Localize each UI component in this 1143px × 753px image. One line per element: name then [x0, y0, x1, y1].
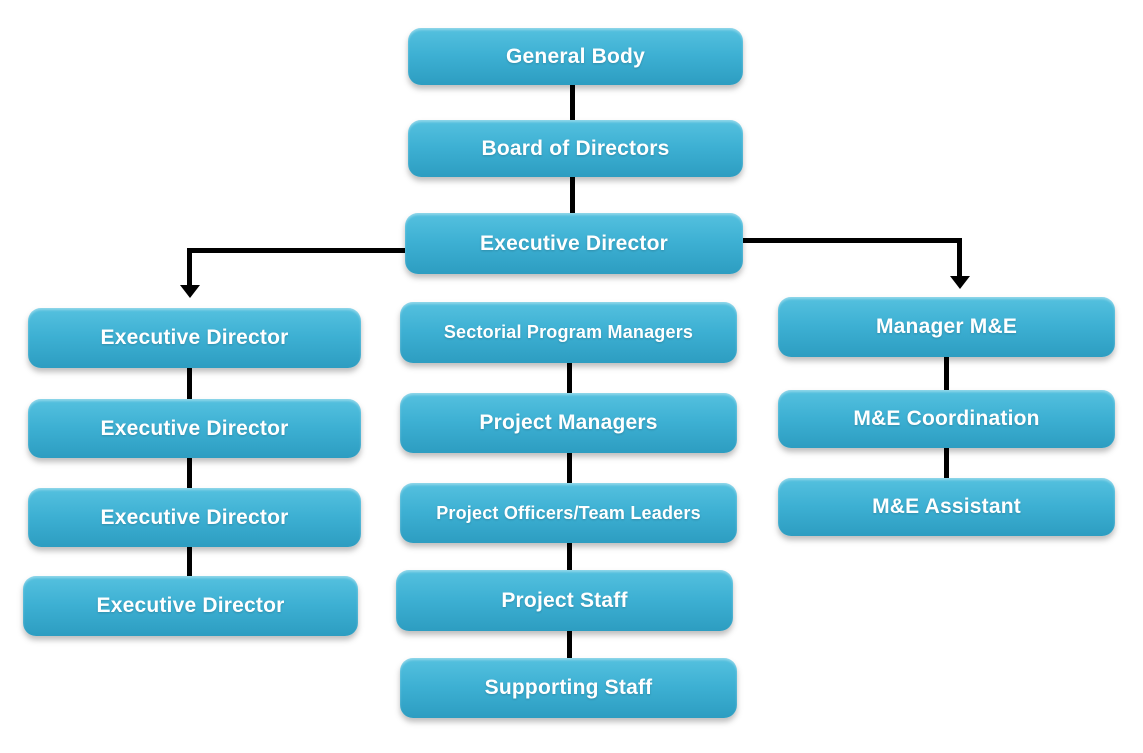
node-manager-me: Manager M&E — [778, 297, 1115, 357]
node-project-officers-team-leaders: Project Officers/Team Leaders — [400, 483, 737, 543]
node-executive-director-left-3: Executive Director — [28, 488, 361, 547]
node-project-managers: Project Managers — [400, 393, 737, 453]
connector-branch-left-horizontal — [187, 248, 405, 253]
connector-middle-4-5 — [567, 631, 572, 658]
node-executive-director-main: Executive Director — [405, 213, 743, 274]
node-project-staff: Project Staff — [396, 570, 733, 631]
connector-right-1-2 — [944, 357, 949, 390]
node-executive-director-left-1: Executive Director — [28, 308, 361, 368]
connector-middle-2-3 — [567, 453, 572, 483]
node-executive-director-left-2: Executive Director — [28, 399, 361, 458]
connector-left-1-2 — [187, 368, 192, 399]
node-board-of-directors: Board of Directors — [408, 120, 743, 177]
node-me-coordination: M&E Coordination — [778, 390, 1115, 448]
node-supporting-staff: Supporting Staff — [400, 658, 737, 718]
connector-middle-1-2 — [567, 363, 572, 393]
node-sectorial-program-managers: Sectorial Program Managers — [400, 302, 737, 363]
connector-middle-3-4 — [567, 543, 572, 570]
connector-left-2-3 — [187, 458, 192, 488]
connector-branch-left-vertical — [187, 248, 192, 285]
connector-board-executive — [570, 177, 575, 213]
node-executive-director-left-4: Executive Director — [23, 576, 358, 636]
arrowhead-right-branch-icon — [950, 276, 970, 289]
connector-left-3-4 — [187, 547, 192, 576]
connector-branch-right-vertical — [957, 238, 962, 276]
connector-generalbody-board — [570, 85, 575, 120]
arrowhead-left-branch-icon — [180, 285, 200, 298]
connector-right-2-3 — [944, 448, 949, 478]
node-me-assistant: M&E Assistant — [778, 478, 1115, 536]
connector-branch-right-horizontal — [743, 238, 962, 243]
node-general-body: General Body — [408, 28, 743, 85]
